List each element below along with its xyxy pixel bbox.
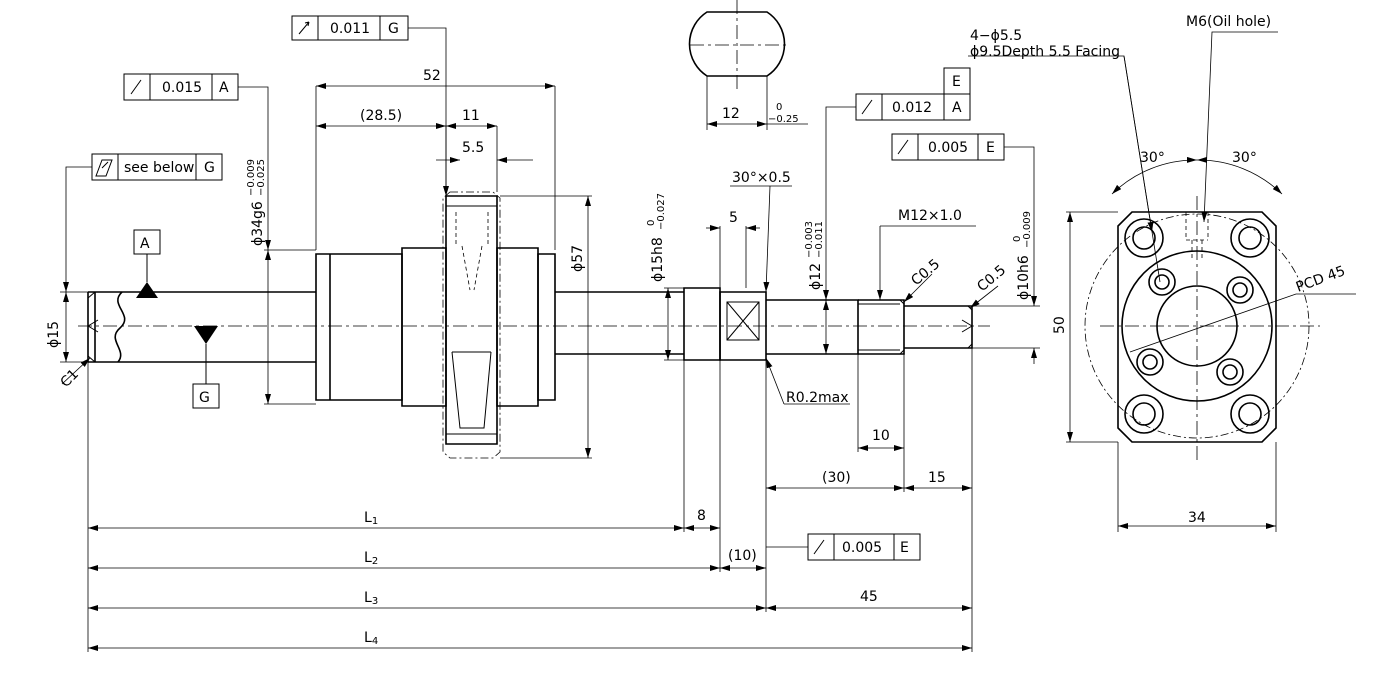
tol5-datum: E xyxy=(986,140,995,156)
dim-11: 11 xyxy=(462,108,480,124)
dim-phi10h6-lower: −0.009 xyxy=(1022,211,1033,248)
dim-phi15h8-upper: 0 xyxy=(646,220,657,226)
hole-note-1: 4−ϕ5.5 xyxy=(970,28,1022,44)
dim-l1: L1 xyxy=(364,510,378,527)
dim-r0-2: R0.2max xyxy=(786,390,849,406)
tolerance-frame-6: 0.005 E xyxy=(766,533,921,561)
datum-a: A xyxy=(133,229,161,298)
tolerance-frame-4: E 0.012 A xyxy=(823,67,971,300)
dim-phi15h8: ϕ15h8 0 −0.027 xyxy=(646,193,667,282)
angle-right: 30° xyxy=(1232,150,1257,166)
pcd-label: PCD 45 xyxy=(1294,263,1348,296)
dim-52: 52 xyxy=(423,68,441,84)
dim-30: (30) xyxy=(822,470,851,486)
tol4-value: 0.012 xyxy=(892,100,932,116)
tol6-datum: E xyxy=(900,540,909,556)
dim-c1: C1 xyxy=(58,366,83,391)
tol2-datum: A xyxy=(219,80,229,96)
housing-height: 50 xyxy=(1052,316,1068,334)
dim-phi34-nominal: ϕ34g6 xyxy=(250,201,266,246)
tol2-value: 0.015 xyxy=(162,80,202,96)
dim-28-5: (28.5) xyxy=(360,108,402,124)
datum-g: G xyxy=(192,326,220,409)
dim-phi15-shaft: ϕ15 xyxy=(46,321,62,348)
tol5-value: 0.005 xyxy=(928,140,968,156)
tol1-value: 0.011 xyxy=(330,21,370,37)
tol3-value: see below xyxy=(124,160,194,176)
dim-phi34-upper: −0.009 xyxy=(246,159,257,196)
tolerance-frame-1: 0.011 G xyxy=(291,15,449,196)
dim-5: 5 xyxy=(729,210,738,226)
tol4-datum-top: E xyxy=(952,74,961,90)
break-line xyxy=(114,291,126,363)
dim-phi12: ϕ12 −0.003 −0.011 xyxy=(804,221,825,290)
dim-5-5: 5.5 xyxy=(462,140,484,156)
housing-width: 34 xyxy=(1188,510,1206,526)
dim-phi15h8-lower: −0.027 xyxy=(656,193,667,230)
dim-l3: L3 xyxy=(364,590,378,607)
dim-c05-a: C0.5 xyxy=(908,256,943,289)
dim-phi12-nominal: ϕ12 xyxy=(808,263,824,290)
dim-l4: L4 xyxy=(364,630,378,647)
dim-phi10h6-nominal: ϕ10h6 xyxy=(1016,255,1032,300)
dim-phi10h6-upper: 0 xyxy=(1012,236,1023,242)
dim-phi10h6: ϕ10h6 0 −0.009 xyxy=(1012,211,1033,300)
dim-l2: L2 xyxy=(364,550,378,567)
dim-30x0-5: 30°×0.5 xyxy=(732,170,791,186)
tol6-value: 0.005 xyxy=(842,540,882,556)
dim-phi34: ϕ34g6 −0.009 −0.025 xyxy=(246,159,267,246)
tol3-datum: G xyxy=(204,160,215,176)
tol1-datum: G xyxy=(388,21,399,37)
dim-12-flat-upper: 0 xyxy=(776,102,782,113)
ball-nut xyxy=(315,191,556,459)
flat-detail-view: 12 0 −0.25 xyxy=(688,0,808,130)
datum-a-label: A xyxy=(140,236,150,252)
oil-hole-note: M6(Oil hole) xyxy=(1186,14,1271,30)
dim-12-flat-lower: −0.25 xyxy=(768,114,799,125)
dim-phi12-lower: −0.011 xyxy=(814,221,825,258)
housing-end-view xyxy=(968,31,1356,532)
datum-g-label: G xyxy=(199,390,210,406)
dim-8: 8 xyxy=(697,508,706,524)
dim-c05-b: C0.5 xyxy=(974,262,1009,295)
dim-phi34-lower: −0.025 xyxy=(256,159,267,196)
dim-phi12-upper: −0.003 xyxy=(804,221,815,258)
dim-15: 15 xyxy=(928,470,946,486)
angle-left: 30° xyxy=(1140,150,1165,166)
dim-45: 45 xyxy=(860,589,878,605)
tol4-datum: A xyxy=(952,100,962,116)
dim-10-paren: (10) xyxy=(728,548,757,564)
dim-10: 10 xyxy=(872,428,890,444)
dim-phi15h8-nominal: ϕ15h8 xyxy=(650,237,666,282)
flange-outline-phantom xyxy=(442,191,501,459)
dim-12-flat: 12 xyxy=(722,106,740,122)
hole-note-2: ϕ9.5Depth 5.5 Facing xyxy=(970,44,1120,60)
tolerance-frame-2: 0.015 A xyxy=(123,73,271,250)
dim-phi57: ϕ57 xyxy=(570,245,586,272)
dim-m12: M12×1.0 xyxy=(898,208,962,224)
screw-shaft xyxy=(87,287,973,363)
tolerance-frame-5: 0.005 E xyxy=(891,133,1035,290)
tolerance-frame-3: see below G xyxy=(63,153,223,292)
